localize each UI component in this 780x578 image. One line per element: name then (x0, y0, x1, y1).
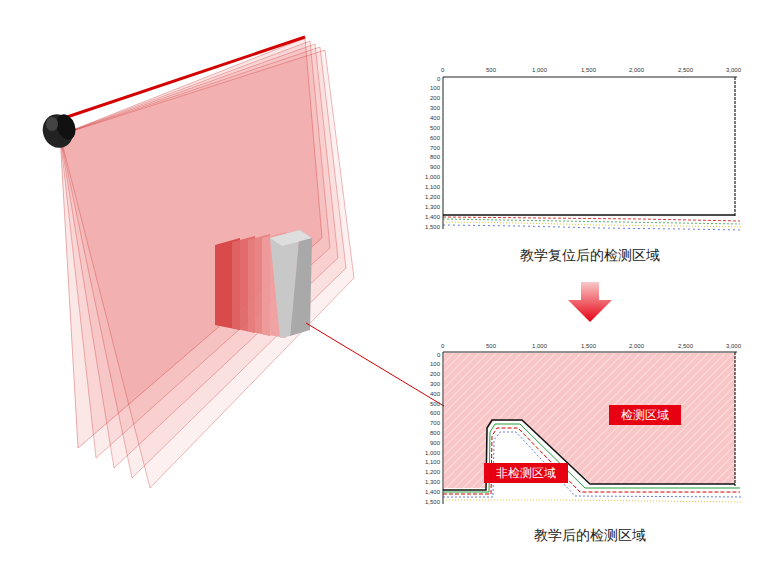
axis-tick-label: 1,500 (425, 499, 440, 506)
laser-plane (60, 50, 354, 488)
detected-objects (215, 230, 312, 338)
region-label-box: 检测区域 (609, 405, 681, 425)
axis-tick-label: 600 (430, 410, 440, 417)
axis-tick-label: 0 (441, 67, 444, 74)
scan-noise (443, 225, 742, 230)
chart-caption: 教学后的检测区域 (534, 526, 646, 544)
region-label: 非检测区域 (496, 466, 556, 480)
axis-tick-label: 500 (430, 401, 440, 408)
axis-tick-label: 1,200 (425, 194, 440, 201)
axis-tick-label: 0 (437, 76, 440, 83)
chart-after (443, 352, 742, 504)
scan-noise (443, 222, 742, 227)
scan-line (443, 432, 742, 497)
axis-tick-label: 800 (430, 430, 440, 437)
axis-tick-label: 0 (441, 343, 444, 350)
scan-noise (443, 500, 742, 502)
axis-tick-label: 100 (430, 85, 440, 92)
laser-edge (64, 37, 305, 118)
region-label-box: 非检测区域 (484, 463, 568, 483)
axis-tick-label: 3,000 (726, 67, 741, 74)
axis-tick-label: 1,400 (425, 214, 440, 221)
axis-tick-label: 1,000 (532, 343, 547, 350)
axis-tick-label: 2,500 (678, 67, 693, 74)
axis-tick-label: 2,000 (629, 67, 644, 74)
scan-line (443, 424, 740, 492)
axis-tick-label: 2,500 (678, 343, 693, 350)
laser-scanner (38, 110, 79, 152)
axis-tick-label: 500 (486, 343, 496, 350)
laser-planes (60, 37, 354, 488)
axis-tick-label: 500 (486, 67, 496, 74)
axis-tick-label: 300 (430, 105, 440, 112)
axis-tick-label: 2,000 (629, 343, 644, 350)
axis-tick-label: 1,000 (425, 450, 440, 457)
scan-noise (443, 217, 740, 221)
axis-tick-label: 1,500 (581, 343, 596, 350)
axis-tick-label: 600 (430, 135, 440, 142)
scan-line (734, 352, 735, 486)
axis-tick-label: 200 (430, 95, 440, 102)
axis-line (443, 77, 444, 229)
axis-tick-label: 1,200 (425, 469, 440, 476)
chart-caption: 教学复位后的检测区域 (520, 246, 660, 264)
down-arrow (568, 282, 612, 322)
object-block-top (270, 230, 312, 246)
axis-tick-label: 1,500 (581, 67, 596, 74)
axis-tick-label: 400 (430, 391, 440, 398)
axis-tick-label: 1,000 (532, 67, 547, 74)
region-label: 检测区域 (621, 408, 669, 422)
axis-tick-label: 800 (430, 154, 440, 161)
scan-line (443, 428, 740, 494)
scan-line (734, 77, 735, 216)
axis-tick-label: 700 (430, 420, 440, 427)
axis-tick-label: 3,000 (726, 343, 741, 350)
axis-tick-label: 1,400 (425, 489, 440, 496)
axis-tick-label: 1,100 (425, 184, 440, 191)
object-block-side (290, 230, 312, 336)
axis-tick-label: 900 (430, 164, 440, 171)
axis-tick-label: 0 (437, 352, 440, 359)
axis-tick-label: 1,000 (425, 174, 440, 181)
axis-tick-label: 1,500 (425, 224, 440, 231)
axis-line (443, 352, 444, 504)
detection-region (444, 353, 735, 488)
axis-tick-label: 900 (430, 440, 440, 447)
scanner-body (38, 110, 78, 152)
axis-tick-label: 400 (430, 115, 440, 122)
axis-tick-label: 100 (430, 361, 440, 368)
axis-line (443, 352, 737, 353)
axis-line (443, 77, 737, 78)
axis-tick-label: 200 (430, 371, 440, 378)
axis-tick-label: 700 (430, 145, 440, 152)
axis-tick-label: 1,100 (425, 459, 440, 466)
scanner-highlight (46, 117, 58, 131)
chart-before (443, 77, 742, 230)
axis-tick-label: 300 (430, 381, 440, 388)
axis-tick-label: 1,300 (425, 479, 440, 486)
scan-line (443, 420, 735, 490)
axis-tick-label: 500 (430, 125, 440, 132)
scan-line (443, 214, 735, 216)
axis-tick-label: 1,300 (425, 204, 440, 211)
